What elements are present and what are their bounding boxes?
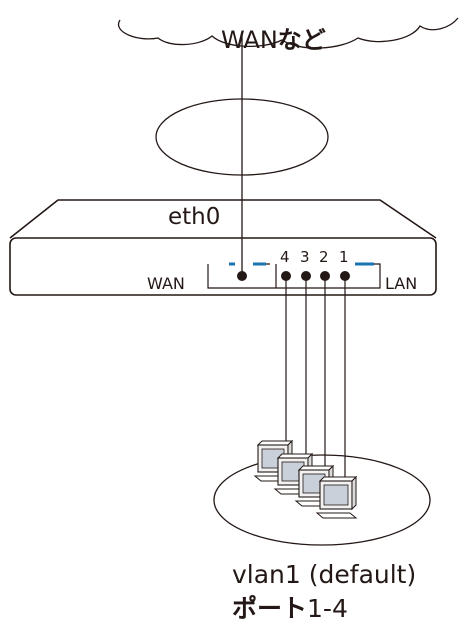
vlan-name-label: vlan1 (default) [232,560,416,589]
wan-port-label: WAN [147,274,185,293]
wan-cloud-label: WANなど [221,26,326,54]
vlan-ports-label: ポート1-4 [232,594,348,623]
router-top-outline [9,199,437,239]
port-number-4: 4 [280,248,290,266]
pc-icon [315,475,358,519]
wan-cloud-outline [117,17,459,49]
port-number-1: 1 [339,248,349,266]
eth0-label: eth0 [168,204,220,230]
lan-port-bracket [266,263,381,289]
lan-port-label: LAN [385,274,417,293]
router-front-panel [9,237,437,296]
wan-port-bracket [207,264,277,289]
port-number-3: 3 [300,248,310,266]
lan-segment-ellipse [213,454,431,546]
port-number-2: 2 [319,248,329,266]
wan-port-dot [237,271,247,281]
